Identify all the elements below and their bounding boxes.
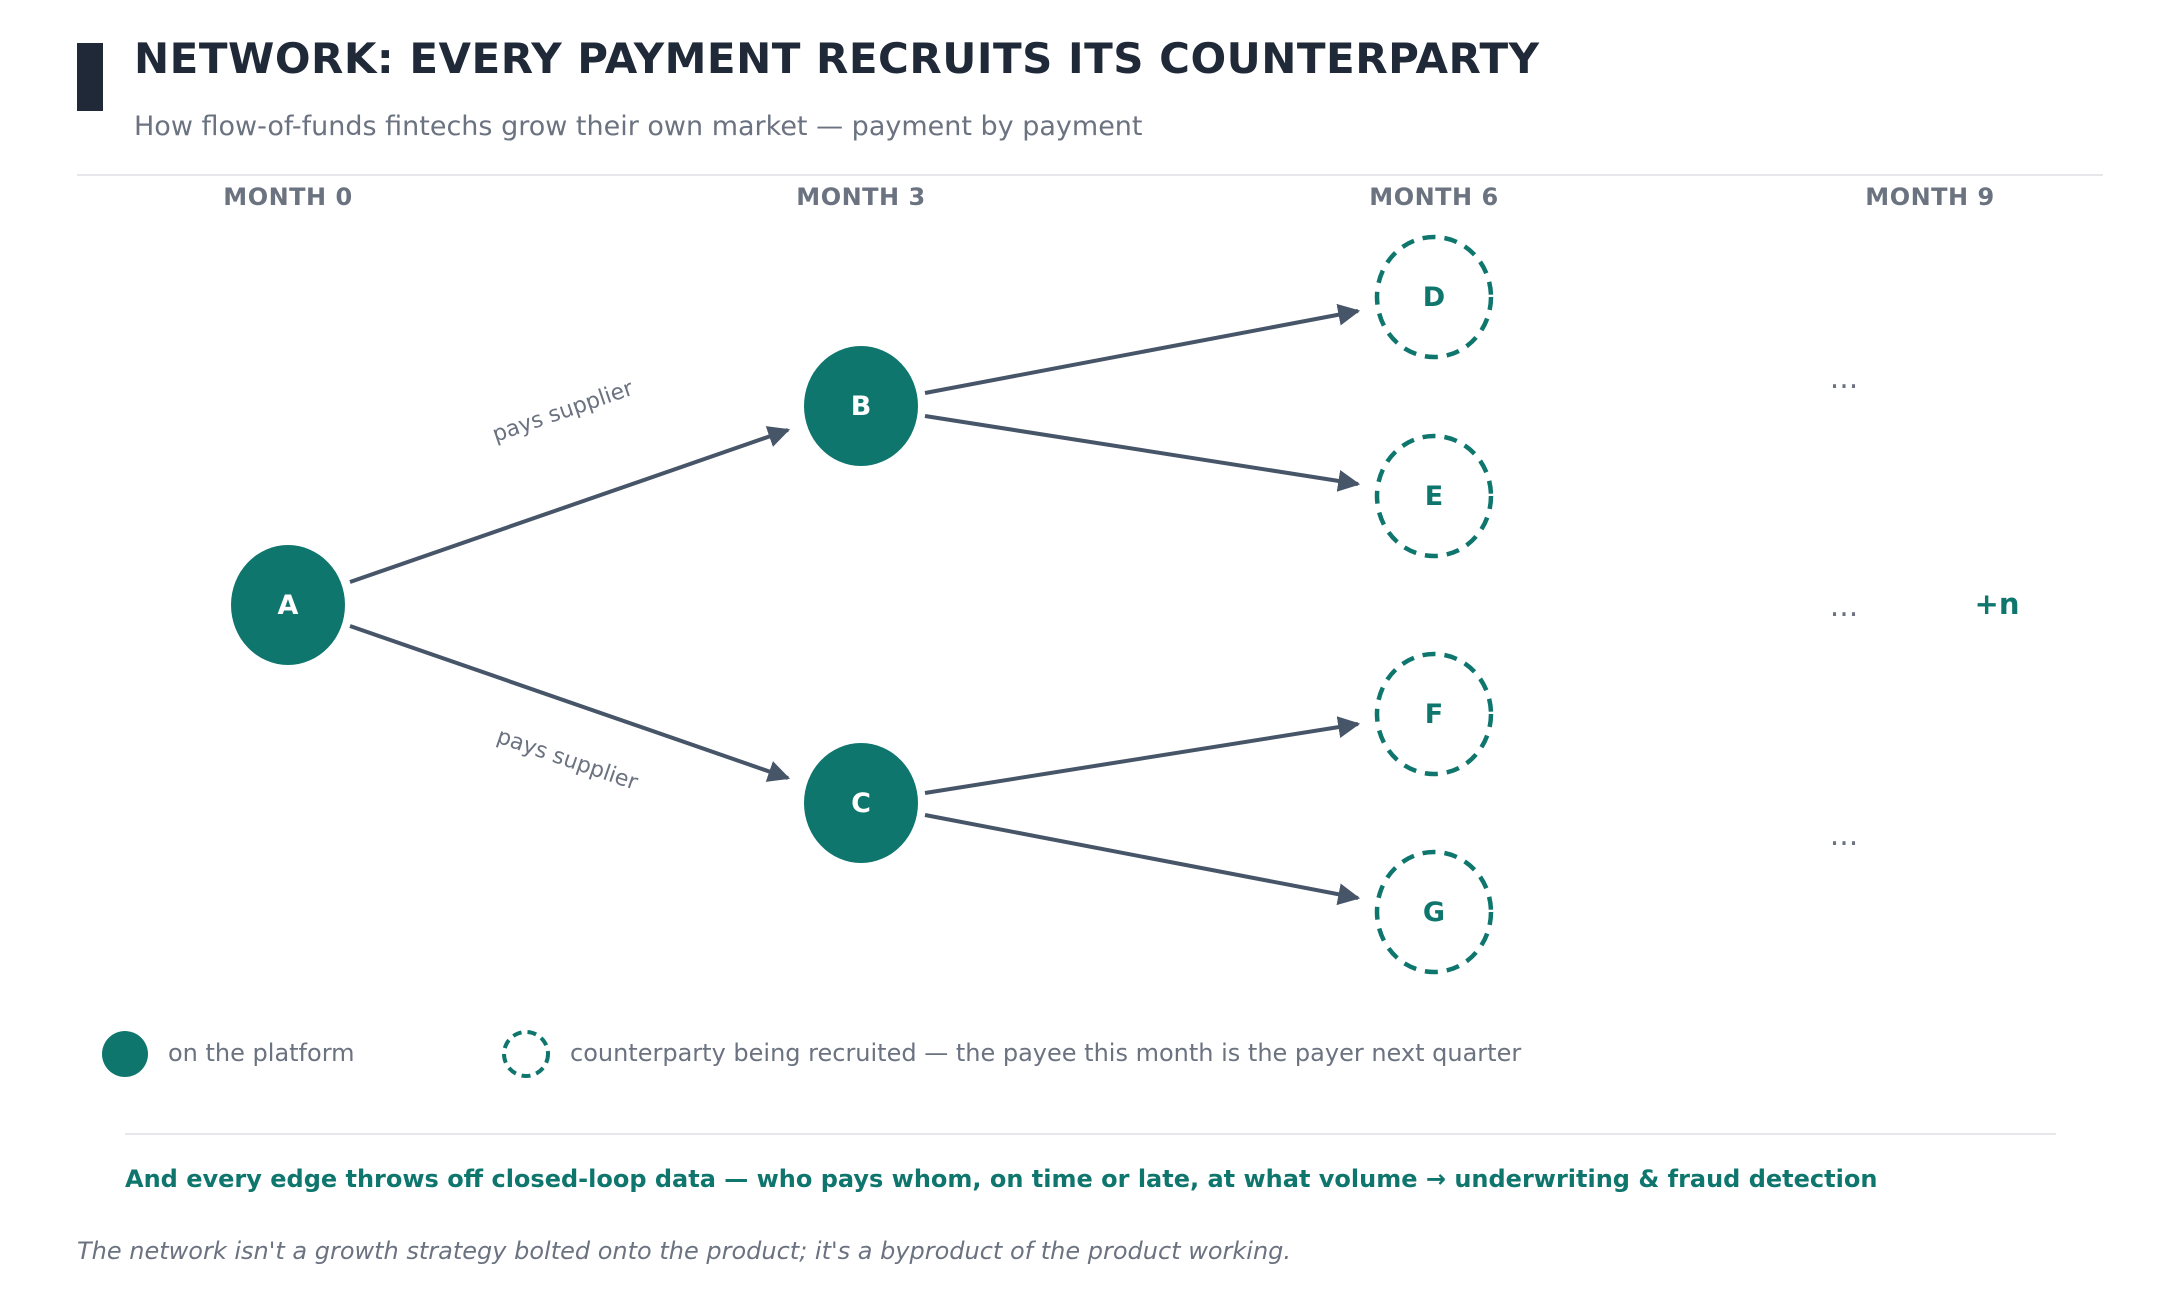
- footer-divider: [125, 1133, 2056, 1135]
- ellipsis-lower: ...: [1830, 818, 1859, 853]
- node-d: D: [1374, 234, 1494, 360]
- edge-a-b: [349, 426, 791, 584]
- title-accent-bar: [77, 43, 103, 111]
- page-title: NETWORK: EVERY PAYMENT RECRUITS ITS COUN…: [134, 34, 1540, 83]
- legend-on-platform-label: on the platform: [168, 1039, 355, 1067]
- node-c: C: [804, 743, 918, 863]
- edge-a-c: [349, 624, 791, 782]
- month-label-0: MONTH 0: [223, 183, 353, 211]
- node-b-label: B: [851, 391, 872, 422]
- node-g-label: G: [1423, 897, 1445, 928]
- edge-label-lower: pays supplier: [494, 724, 642, 796]
- edge-b-e: [924, 414, 1361, 492]
- footnote-text: The network isn't a growth strategy bolt…: [77, 1237, 1292, 1265]
- month-label-6: MONTH 6: [1369, 183, 1499, 211]
- node-e-label: E: [1425, 481, 1443, 512]
- month-label-3: MONTH 3: [796, 183, 926, 211]
- edge-b-d: [924, 303, 1361, 395]
- ellipsis-upper: ...: [1830, 361, 1859, 396]
- legend-dashed-marker: [502, 1030, 550, 1078]
- header-divider: [77, 174, 2103, 176]
- node-f: F: [1374, 651, 1494, 777]
- ellipsis-middle: ...: [1830, 589, 1859, 624]
- page-subtitle: How flow-of-funds fintechs grow their ow…: [134, 111, 1143, 142]
- node-a-label: A: [278, 590, 299, 621]
- edge-label-upper: pays supplier: [489, 376, 637, 448]
- node-g: G: [1374, 849, 1494, 975]
- node-e: E: [1374, 433, 1494, 559]
- legend-solid-marker: [102, 1031, 148, 1077]
- node-f-label: F: [1425, 699, 1443, 730]
- edge-c-g: [924, 813, 1361, 906]
- month-label-9: MONTH 9: [1865, 183, 1995, 211]
- node-c-label: C: [851, 788, 871, 819]
- more-counter: +n: [1975, 587, 2020, 621]
- takeaway-text: And every edge throws off closed-loop da…: [125, 1165, 1878, 1193]
- legend-recruited-label: counterparty being recruited — the payee…: [570, 1039, 1522, 1067]
- node-b: B: [804, 346, 918, 466]
- node-a: A: [231, 545, 345, 665]
- edge-c-f: [924, 716, 1361, 795]
- node-d-label: D: [1423, 282, 1445, 313]
